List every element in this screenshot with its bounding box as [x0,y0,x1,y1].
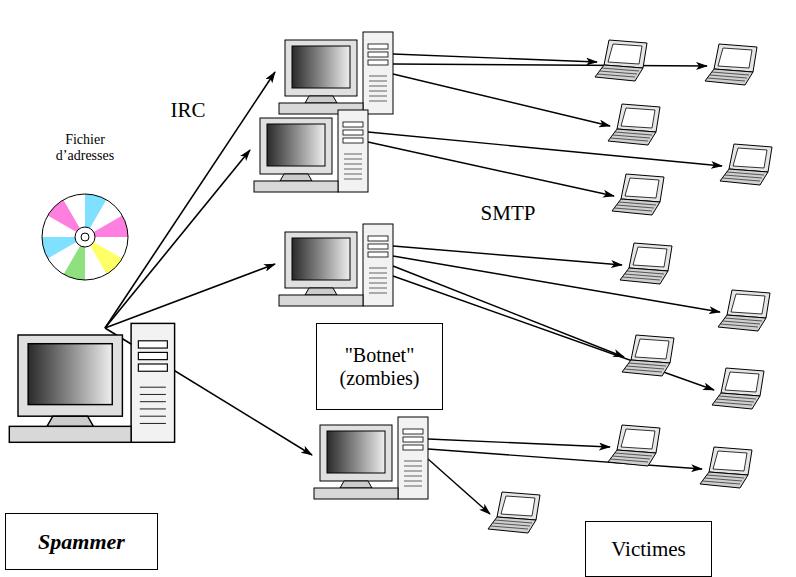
laptop-computer [608,425,660,466]
smtp-arrow [393,74,610,126]
smtp-arrow [393,256,720,312]
desktop-computer [279,224,393,306]
box-text: Spammer [38,529,125,555]
label-box: Spammer [5,513,158,570]
laptop-computer [612,174,664,215]
label-box: "Botnet" (zombies) [316,323,443,410]
smtp-arrow [428,439,610,447]
desktop-computer [314,417,428,499]
protocol-label: SMTP [468,201,548,225]
label-box: Victimes [585,521,712,577]
smtp-arrow [368,132,722,166]
smtp-arrow [393,54,597,62]
smtp-arrow [393,64,707,66]
laptop-computer [712,368,764,409]
laptop-computer [488,492,540,533]
laptop-computer [620,243,672,284]
laptop-computer [700,447,752,488]
box-text: "Botnet" (zombies) [325,344,434,390]
laptop-computer [720,144,772,185]
file-label: Fichier d’adresses [42,132,128,164]
box-text: Victimes [611,537,686,562]
desktop-computer [254,110,368,192]
protocol-label: IRC [158,98,218,122]
smtp-arrow [428,449,702,469]
smtp-arrow [428,459,490,514]
laptop-computer [705,44,757,85]
smtp-arrow [368,142,614,196]
laptop-computer [595,40,647,81]
irc-arrow [105,264,275,328]
laptop-computer [718,290,770,331]
irc-arrow [105,72,275,328]
cd-disc [42,194,128,280]
laptop-computer [608,104,660,145]
desktop-computer [279,32,393,114]
laptop-computer [622,335,674,376]
desktop-computer [9,323,174,442]
